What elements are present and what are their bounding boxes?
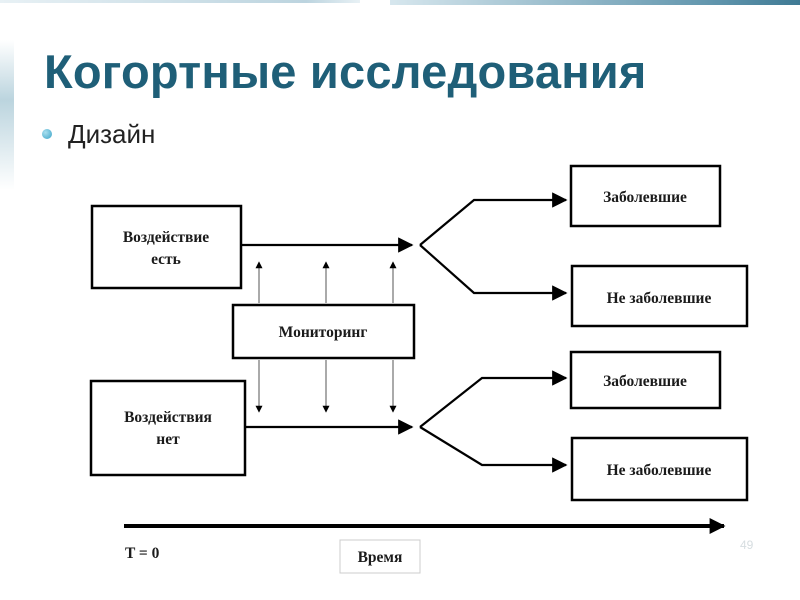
connector-unexposed (245, 370, 568, 473)
slide-number: 49 (740, 538, 754, 552)
connector-exposed-upper (419, 192, 568, 246)
box-outcome-unexposed-not-sick: Не заболевшие (570, 436, 749, 502)
box-monitoring: Мониторинг (231, 303, 416, 360)
top-decoration-bar (0, 0, 800, 8)
box-outcome-exposed-not-sick-label: Не заболевшие (607, 290, 712, 307)
time-start-label: T = 0 (125, 545, 160, 562)
box-outcome-unexposed-sick-label: Заболевшие (603, 373, 687, 390)
box-monitoring-label: Мониторинг (279, 324, 368, 341)
connector-exposed-lower (419, 244, 568, 301)
connector-exposed (241, 192, 568, 301)
box-outcome-unexposed-sick: Заболевшие (569, 350, 722, 410)
box-exposure-present: Воздействие есть (90, 204, 243, 290)
box-outcome-unexposed-not-sick-label: Не заболевшие (607, 462, 712, 479)
box-outcome-exposed-sick: Заболевшие (569, 164, 722, 228)
box-exposure-present-line2: есть (151, 251, 181, 268)
time-label: Время (358, 549, 403, 566)
top-decoration-dark (390, 0, 800, 5)
time-label-box: Время (339, 539, 421, 574)
bullet-dot-icon (42, 129, 52, 139)
box-exposure-absent: Воздействия нет (89, 379, 247, 477)
bullet-text: Дизайн (68, 119, 156, 149)
box-outcome-exposed-not-sick: Не заболевшие (570, 264, 749, 328)
top-decoration-light (0, 0, 360, 3)
connector-unexposed-lower (419, 426, 568, 473)
slide-title: Когортные исследования (44, 45, 647, 98)
connector-unexposed-upper (419, 370, 568, 428)
box-exposure-present-line1: Воздействие (123, 229, 209, 246)
box-exposure-absent-line2: нет (156, 431, 180, 448)
box-outcome-exposed-sick-label: Заболевшие (603, 189, 687, 206)
monitoring-arrows (255, 261, 397, 413)
box-exposure-absent-line1: Воздействия (124, 409, 212, 426)
side-accent (0, 40, 14, 190)
